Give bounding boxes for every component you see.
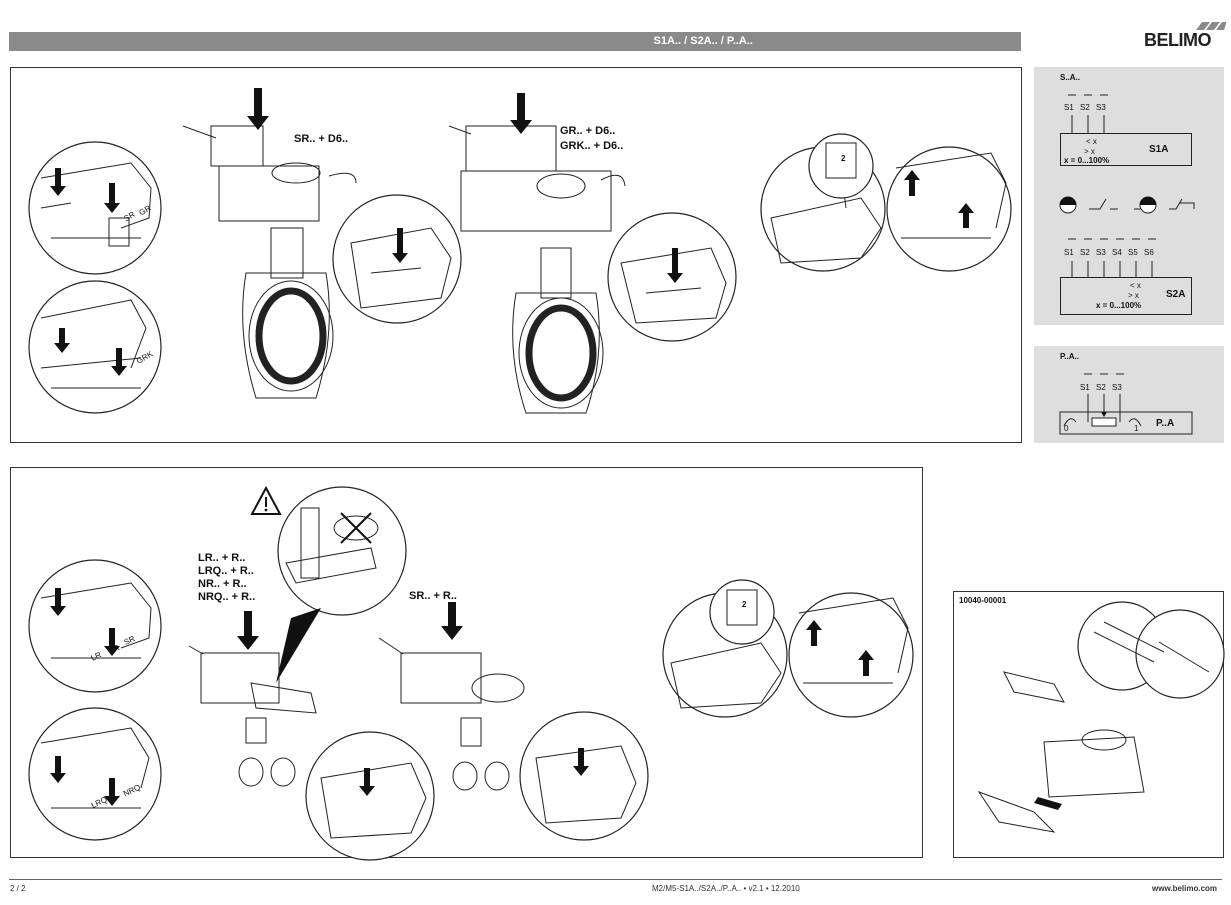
valve1-label-nrq: NRQ.. + R.. xyxy=(198,591,256,603)
side-s-b-term-6: S6 xyxy=(1144,248,1154,257)
brand-name: BELIMO xyxy=(1144,30,1212,50)
side-s-gt-2: > x xyxy=(1128,291,1139,300)
valve2-label-2: GRK.. + D6.. xyxy=(560,140,624,152)
butterfly-valve-gr xyxy=(448,93,626,414)
bottom-installation-panel: LR NR SR LRQ NRQ LR.. + R.. LRQ.. + R.. … xyxy=(10,467,923,861)
side-s-b-term-2: S2 xyxy=(1080,248,1090,257)
detail-circle-adapter-sr-r xyxy=(519,711,649,841)
side-s-term-2: S2 xyxy=(1080,103,1090,112)
valve1-label-lrq: LRQ.. + R.. xyxy=(198,565,254,577)
s1a-box xyxy=(1060,133,1192,166)
valve2-label-sr: SR.. + R.. xyxy=(409,590,457,602)
side-s-title: S..A.. xyxy=(1060,73,1081,82)
footer-url[interactable]: www.belimo.com xyxy=(1152,884,1218,893)
side-p-term-3: S3 xyxy=(1112,383,1122,392)
footer-page: 2 / 2 xyxy=(10,884,26,893)
side-p-pos-1: 1 xyxy=(1134,424,1139,433)
top-panel-illustrations xyxy=(28,88,1012,414)
side-p-title: P..A.. xyxy=(1060,352,1079,361)
document-title: S1A.. / S2A.. / P..A.. xyxy=(653,35,753,47)
side-p-label: P..A xyxy=(1156,418,1175,429)
detail-circle-step2-right xyxy=(886,146,1012,272)
bottom-panel-illustrations xyxy=(28,485,914,861)
footer-divider xyxy=(9,879,1222,880)
side-s-b-term-1: S1 xyxy=(1064,248,1074,257)
side-panel-s-wiring: S..A.. S1 S2 S3 < x > x S1A x = 0...100%… xyxy=(1034,67,1224,325)
detail-circle-step2-zoom xyxy=(808,133,874,199)
side-p-pos-0: 0 xyxy=(1064,424,1069,433)
side-s-b-term-5: S5 xyxy=(1128,248,1138,257)
side-s-term-3: S3 xyxy=(1096,103,1106,112)
accessory-panel: 10040-00001 xyxy=(953,591,1225,858)
side-p-term-1: S1 xyxy=(1080,383,1090,392)
side-s-range-1: x = 0...100% xyxy=(1064,156,1110,165)
step-number-bottom: 2 xyxy=(742,600,747,609)
side-panel-p-wiring: P..A.. S1 S2 S3 0 1 P..A xyxy=(1034,346,1224,443)
control-valve-sr xyxy=(378,602,525,791)
valve1-label-nr: NR.. + R.. xyxy=(198,578,247,590)
s1a-label: S1A xyxy=(1149,144,1169,155)
detail-circle-lr-nr-sr xyxy=(28,559,162,693)
side-s-range-2: x = 0...100% xyxy=(1096,301,1142,310)
valve1-label: SR.. + D6.. xyxy=(294,133,349,145)
document-title-bar: S1A.. / S2A.. / P..A.. xyxy=(9,32,1021,51)
accessory-title: 10040-00001 xyxy=(959,596,1007,605)
detail-circle-step2-bottom-right xyxy=(788,592,914,718)
footer-doc: M2/M5-S1A../S2A../P..A.. • v2.1 • 12.201… xyxy=(652,884,800,893)
butterfly-valve-sr xyxy=(182,88,357,399)
detail-circle-warning xyxy=(277,486,407,616)
side-p-diagram xyxy=(1059,373,1193,435)
accessory-illustration xyxy=(977,601,1225,833)
side-s-b-term-4: S4 xyxy=(1112,248,1122,257)
logo-stripes-icon xyxy=(1196,22,1226,30)
detail-circle-step2-bottom-zoom xyxy=(709,579,775,645)
belimo-logo: BELIMO xyxy=(1144,22,1226,52)
detail-circle-adapter-lr xyxy=(305,731,435,861)
side-s-diagram xyxy=(1059,94,1195,277)
side-p-term-2: S2 xyxy=(1096,383,1106,392)
side-s-b-term-3: S3 xyxy=(1096,248,1106,257)
side-s-term-1: S1 xyxy=(1064,103,1074,112)
side-s-lt-1: < x xyxy=(1086,137,1097,146)
s2a-label: S2A xyxy=(1166,289,1186,300)
detail-circle-grk xyxy=(28,280,162,414)
valve2-label-1: GR.. + D6.. xyxy=(560,125,616,137)
top-installation-panel: SR GR GRK SR.. + D6.. GR.. + D6.. GRK.. … xyxy=(10,67,1022,443)
s2a-box xyxy=(1060,277,1192,315)
detail-circle-lrq-nrq xyxy=(28,707,162,841)
side-s-lt-2: < x xyxy=(1130,281,1141,290)
valve1-label-lr: LR.. + R.. xyxy=(198,552,246,564)
side-s-gt-1: > x xyxy=(1084,147,1095,156)
step-number-top: 2 xyxy=(841,154,846,163)
control-valve-lr xyxy=(188,611,317,787)
